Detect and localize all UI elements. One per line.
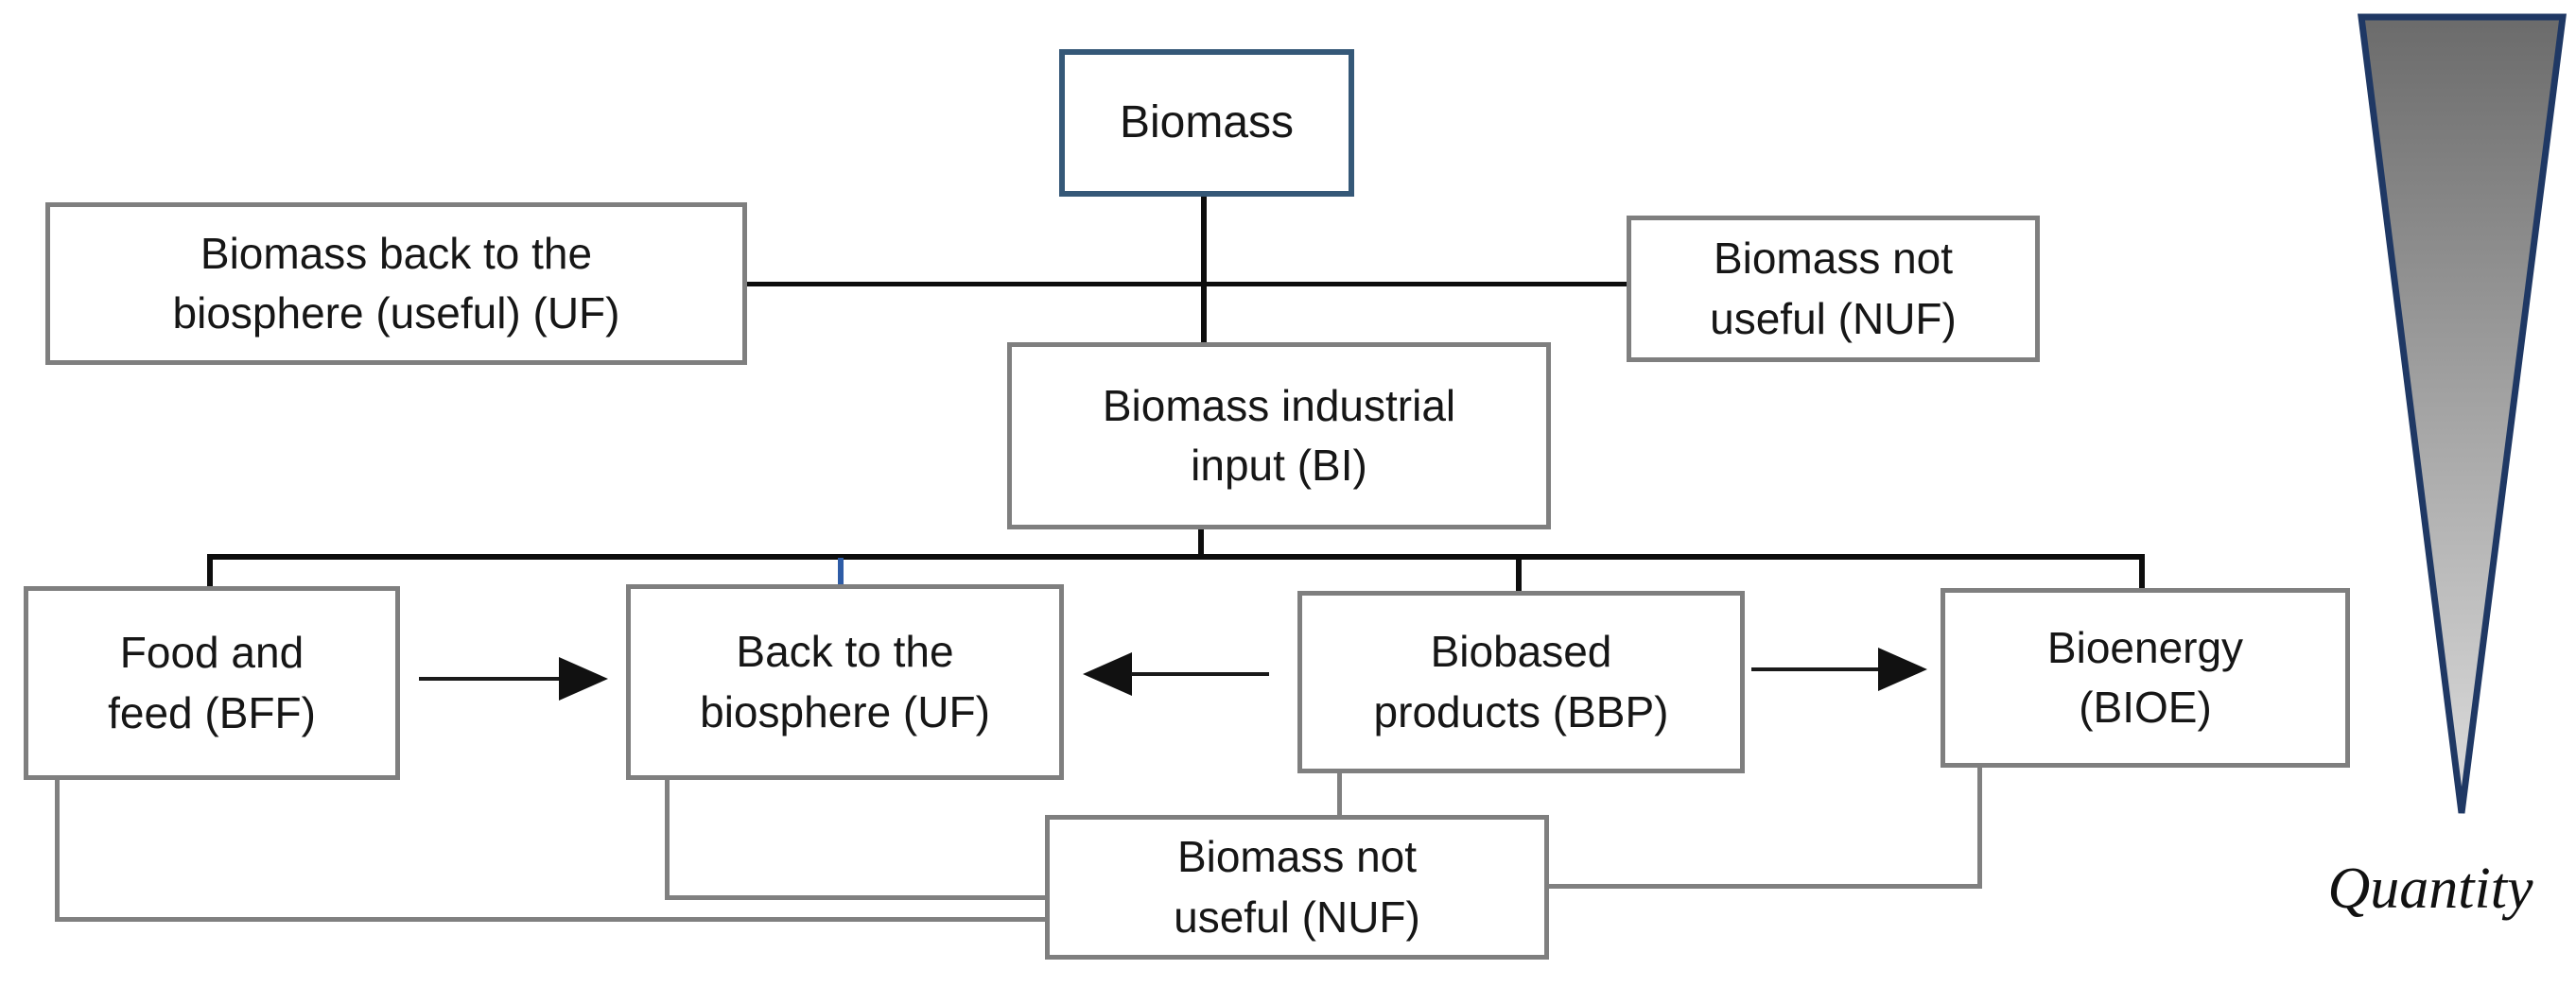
connector-row2-horizontal — [745, 282, 1628, 286]
node-biomass-not-useful-top: Biomass not useful (NUF) — [1627, 216, 2040, 362]
node-bioenergy-label: Bioenergy (BIOE) — [2046, 622, 2244, 732]
arrow-bbp-to-uf-head — [1083, 652, 1132, 696]
node-biomass-industrial-input-label: Biomass industrial input (BI) — [1102, 380, 1456, 490]
connector-biomass-to-bi — [1201, 194, 1207, 347]
connector-stub-bbp — [1516, 557, 1522, 593]
node-biomass-industrial-input: Biomass industrial input (BI) — [1007, 342, 1551, 529]
node-food-and-feed: Food and feed (BFF) — [24, 586, 400, 780]
arrow-bbp-to-bioe-shaft — [1751, 667, 1880, 671]
node-food-and-feed-label: Food and feed (BFF) — [108, 628, 316, 737]
node-biobased-products: Biobased products (BBP) — [1297, 591, 1745, 773]
node-biobased-products-label: Biobased products (BBP) — [1373, 627, 1669, 736]
arrow-bbp-to-bioe-head — [1878, 648, 1927, 691]
connector-bi-to-row3 — [1198, 525, 1204, 559]
node-biomass-not-useful-bottom-label: Biomass not useful (NUF) — [1174, 832, 1420, 942]
connector-bff-to-nuf — [55, 917, 1047, 922]
arrow-bff-to-uf-head — [559, 657, 608, 701]
connector-stub-uf-blue — [838, 558, 844, 586]
arrow-bff-to-uf-shaft — [419, 677, 561, 681]
node-back-to-biosphere: Back to the biosphere (UF) — [626, 584, 1064, 780]
quantity-scale-triangle-icon — [2343, 8, 2570, 825]
node-back-to-biosphere-label: Back to the biosphere (UF) — [700, 627, 990, 736]
connector-bioe-down — [1977, 765, 1982, 889]
connector-bbp-down-to-nuf — [1337, 771, 1342, 818]
node-bioenergy: Bioenergy (BIOE) — [1941, 588, 2350, 768]
node-biomass-back-useful: Biomass back to the biosphere (useful) (… — [45, 202, 747, 365]
arrow-bbp-to-uf-shaft — [1131, 672, 1269, 676]
quantity-label: Quantity — [2327, 857, 2533, 921]
node-biomass: Biomass — [1059, 49, 1354, 197]
connector-bioe-to-nuf — [1547, 884, 1982, 889]
connector-uf-to-nuf — [665, 895, 1047, 900]
node-biomass-back-useful-label: Biomass back to the biosphere (useful) (… — [172, 228, 620, 338]
connector-uf-down — [665, 777, 670, 900]
node-biomass-not-useful-bottom: Biomass not useful (NUF) — [1045, 815, 1549, 960]
connector-stub-bff — [207, 557, 213, 588]
connector-bff-down — [55, 777, 60, 922]
connector-stub-bioe — [2139, 557, 2145, 590]
node-biomass-not-useful-top-label: Biomass not useful (NUF) — [1710, 234, 1957, 343]
connector-row3-horizontal — [207, 554, 2145, 560]
node-biomass-label: Biomass — [1119, 96, 1295, 147]
